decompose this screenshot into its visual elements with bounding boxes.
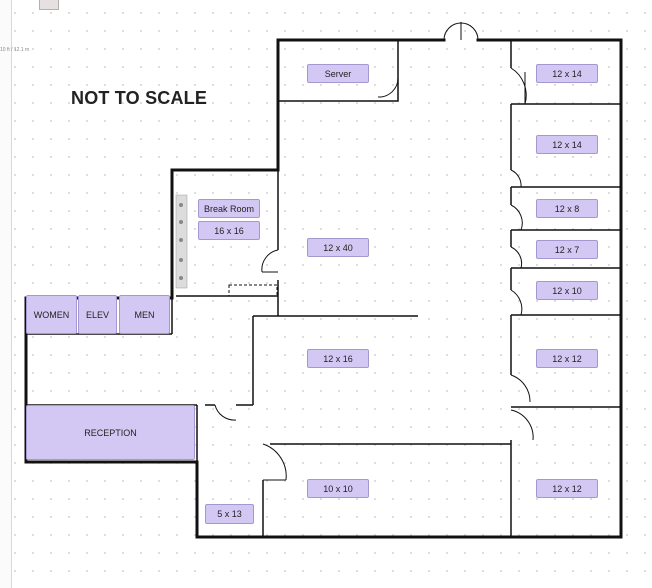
ruler-scale-label: 10 ft / 12.1 m: [0, 47, 30, 53]
room-label-men: MEN: [119, 295, 170, 334]
kitchen-counter: [175, 194, 188, 289]
room-label-5x13: 5 x 13: [205, 504, 254, 524]
vertical-ruler[interactable]: 10 ft / 12.1 m: [0, 0, 29, 588]
room-label-12x10: 12 x 10: [536, 281, 598, 300]
room-label-server: Server: [307, 64, 369, 83]
room-label-elev: ELEV: [78, 295, 117, 334]
room-label-12x14-b: 12 x 14: [536, 135, 598, 154]
color-swatch[interactable]: [39, 0, 59, 10]
dashed-threshold: [228, 284, 278, 297]
room-label-12x8: 12 x 8: [536, 199, 598, 218]
room-label-break-room: Break Room: [198, 199, 260, 218]
room-label-12x16: 12 x 16: [307, 349, 369, 368]
room-label-12x40: 12 x 40: [307, 238, 369, 257]
not-to-scale-note: NOT TO SCALE: [71, 88, 208, 108]
exterior-walls: [24, 38, 623, 539]
room-label-10x10: 10 x 10: [307, 479, 369, 498]
room-label-12x14-a: 12 x 14: [536, 64, 598, 83]
room-label-women: WOMEN: [26, 295, 77, 334]
room-label-12x12-b: 12 x 12: [536, 479, 598, 498]
room-label-12x12-a: 12 x 12: [536, 349, 598, 368]
room-label-16x16: 16 x 16: [198, 221, 260, 240]
door-swings: [214, 22, 534, 481]
room-label-reception: RECEPTION: [26, 405, 195, 460]
room-label-12x7: 12 x 7: [536, 240, 598, 259]
